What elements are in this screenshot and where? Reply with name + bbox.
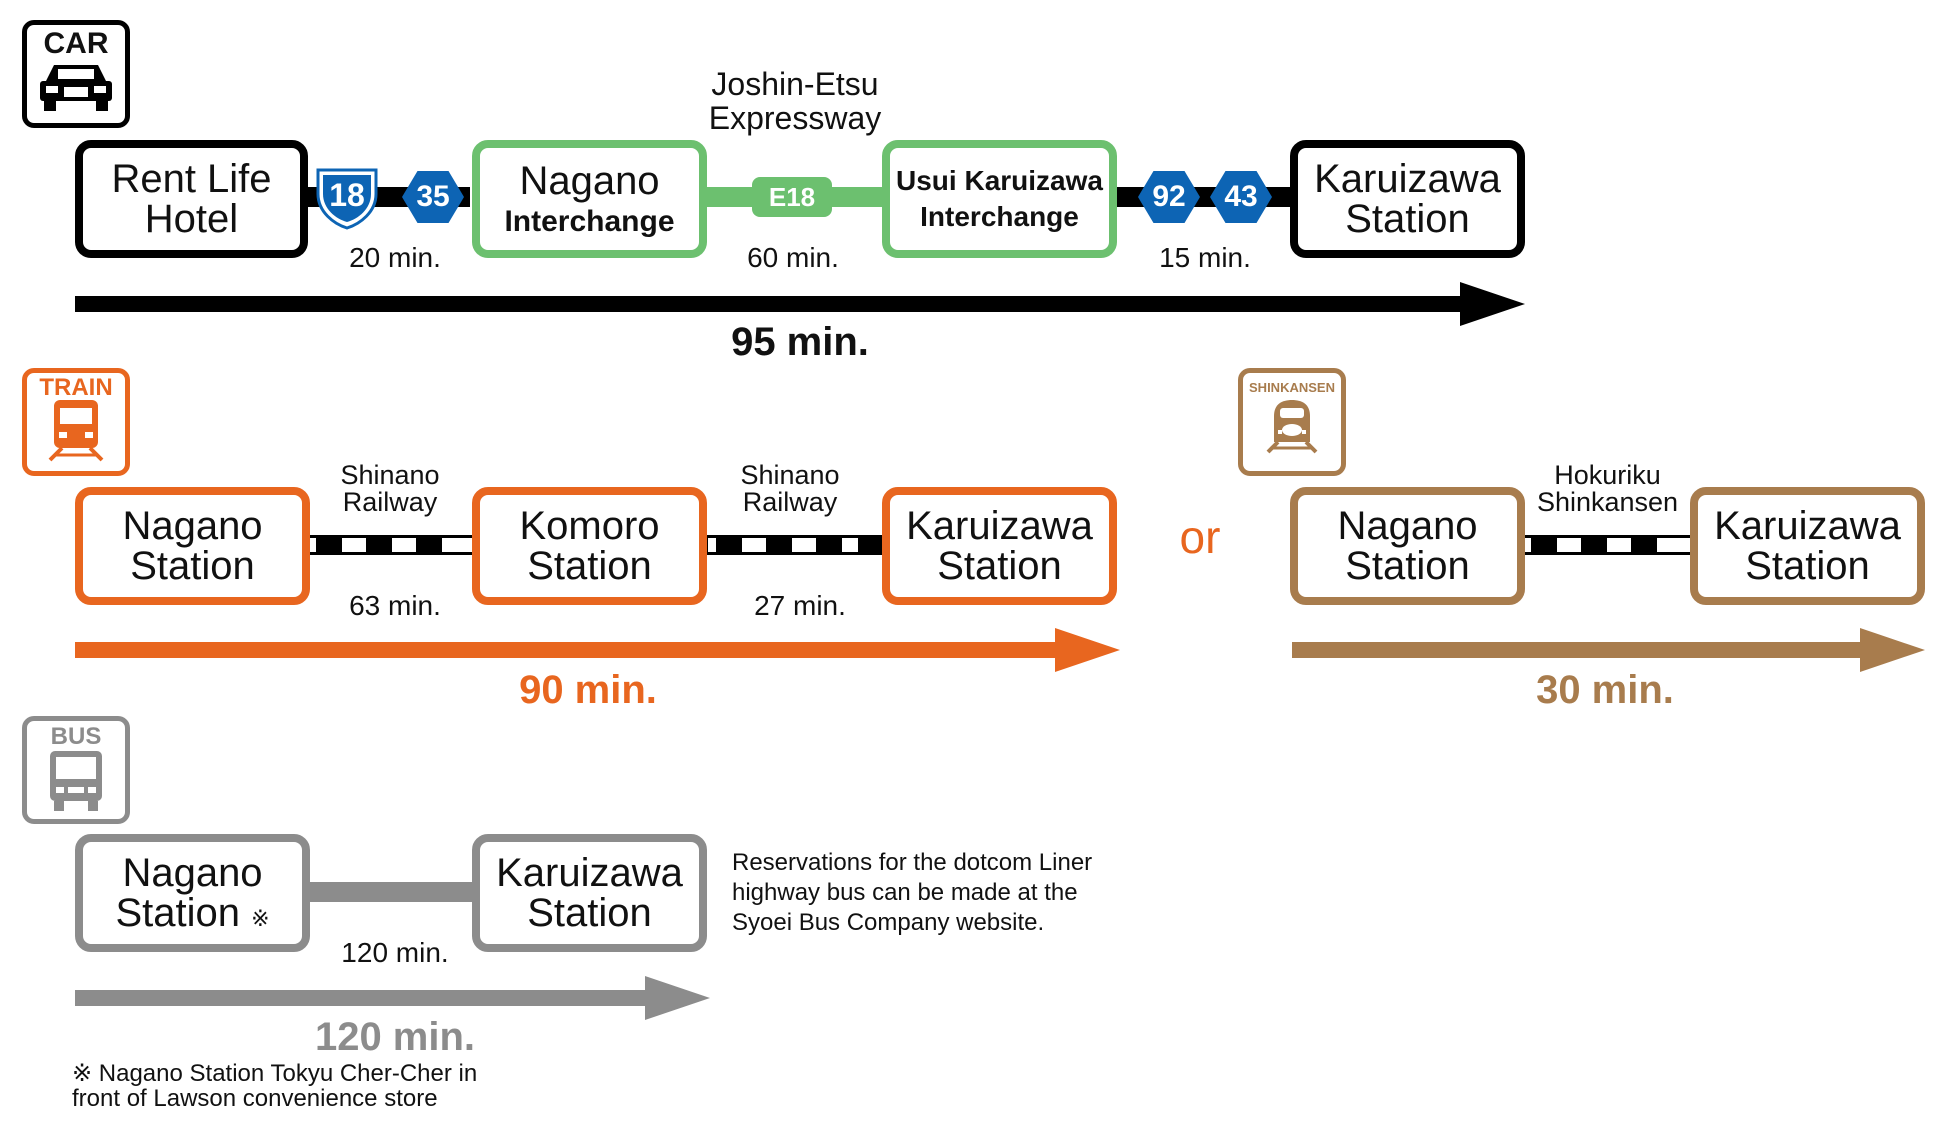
route-35-sign: 35 — [402, 171, 464, 223]
expressway-label-line-1: Joshin-Etsu — [711, 66, 879, 102]
or-label: or — [1179, 511, 1221, 563]
bus-total-time: 120 min. — [314, 1015, 476, 1059]
route-43-number: 43 — [1224, 180, 1258, 213]
shinkansen-icon-label: SHINKANSEN — [1249, 380, 1335, 395]
bus-note-line-1: Reservations for the dotcom Liner — [732, 849, 1093, 876]
nagano-ic-line-2: Interchange — [504, 205, 675, 238]
bus-origin-station-text: Station — [115, 891, 240, 935]
car-icon-label: CAR — [43, 27, 109, 60]
train-destination-karuizawa-station: Karuizawa Station — [882, 487, 1117, 605]
route-35-number: 35 — [416, 180, 450, 213]
shinkansen-line-label-line-2: Shinkansen — [1536, 487, 1679, 517]
national-route-number: 18 — [329, 176, 365, 213]
bus-destination-karuizawa-station: Karuizawa Station — [472, 834, 707, 952]
bus-origin-line-2: Station ※ — [115, 893, 269, 933]
train-origin-line-1: Nagano — [122, 504, 263, 548]
bus-icon — [50, 751, 102, 811]
usui-ic-line-1: Usui Karuizawa — [896, 165, 1103, 196]
shinkansen-mode-icon: SHINKANSEN — [1238, 368, 1346, 476]
route-43-sign: 43 — [1210, 171, 1272, 223]
car-mode-icon: CAR — [22, 20, 130, 128]
bus-destination-line-1: Karuizawa — [496, 851, 683, 895]
train-middle-line-2: Station — [527, 544, 652, 588]
car-time-3: 15 min. — [1159, 242, 1251, 273]
bus-footnote: ※ Nagano Station Tokyu Cher-Cher in fron… — [72, 1060, 592, 1113]
shinkansen-origin-line-2: Station — [1345, 544, 1470, 588]
train-destination-line-1: Karuizawa — [906, 504, 1093, 548]
expressway-code: E18 — [768, 181, 816, 212]
car-time-1: 20 min. — [349, 242, 441, 273]
shinkansen-icon — [1266, 400, 1318, 454]
shinkansen-destination-karuizawa-station: Karuizawa Station — [1690, 487, 1925, 605]
route-92-number: 92 — [1152, 180, 1186, 213]
shinkansen-origin-nagano-station: Nagano Station — [1290, 487, 1525, 605]
shinano-railway-line-1 — [305, 535, 475, 555]
national-route-18-sign: 18 — [314, 164, 380, 230]
train-total-time: 90 min. — [519, 668, 657, 712]
nagano-interchange-box: Nagano Interchange — [472, 140, 707, 258]
bus-origin-nagano-station: Nagano Station ※ — [75, 834, 310, 952]
bus-footnote-line-1: ※ Nagano Station Tokyu Cher-Cher in — [72, 1060, 478, 1087]
train-line-1-label-line-1: Shinano — [340, 460, 440, 490]
train-icon-label: TRAIN — [39, 374, 113, 401]
car-total-time: 95 min. — [731, 320, 869, 364]
train-total-arrow — [75, 628, 1120, 672]
bus-reservation-note: Reservations for the dotcom Liner highwa… — [732, 848, 1152, 938]
train-line-2-label-line-2: Railway — [742, 487, 838, 517]
shinkansen-line-label-line-1: Hokuriku — [1554, 460, 1661, 490]
expressway-label-line-2: Expressway — [708, 99, 882, 136]
shinano-railway-line-2 — [705, 535, 885, 555]
train-line-1-label: Shinano Railway — [310, 462, 470, 516]
hokuriku-shinkansen-line — [1520, 535, 1695, 555]
shinkansen-line-label: Hokuriku Shinkansen — [1525, 462, 1690, 516]
bus-icon-label: BUS — [50, 723, 102, 750]
train-line-2-label: Shinano Railway — [710, 462, 870, 516]
shinkansen-total-arrow — [1292, 628, 1925, 672]
train-origin-nagano-station: Nagano Station — [75, 487, 310, 605]
shinkansen-destination-line-2: Station — [1745, 544, 1870, 588]
usui-karuizawa-interchange-box: Usui Karuizawa Interchange — [882, 140, 1117, 258]
car-total-arrow — [75, 282, 1525, 326]
car-destination-line-2: Station — [1345, 197, 1470, 241]
car-origin-line-1: Rent Life — [111, 157, 272, 201]
train-time-2: 27 min. — [754, 590, 846, 621]
bus-origin-line-1: Nagano — [122, 851, 263, 895]
expressway-label: Joshin-Etsu Expressway — [670, 66, 920, 136]
train-destination-line-2: Station — [937, 544, 1062, 588]
train-line-2-label-line-1: Shinano — [740, 460, 840, 490]
train-line-1-label-line-2: Railway — [342, 487, 438, 517]
car-destination-karuizawa-station: Karuizawa Station — [1290, 140, 1525, 258]
bus-total-arrow — [75, 976, 710, 1020]
train-mode-icon: TRAIN — [22, 368, 130, 476]
expressway-e18-sign: E18 — [752, 177, 832, 217]
usui-ic-line-2: Interchange — [920, 201, 1079, 232]
bus-mode-icon: BUS — [22, 716, 130, 824]
car-origin-line-2: Hotel — [144, 197, 239, 241]
bus-note-line-2: highway bus can be made at the — [732, 879, 1078, 906]
bus-footnote-line-2: front of Lawson convenience store — [72, 1085, 438, 1113]
shinkansen-destination-line-1: Karuizawa — [1714, 504, 1901, 548]
shinkansen-total-time: 30 min. — [1536, 668, 1674, 712]
car-icon — [40, 65, 112, 111]
train-middle-line-1: Komoro — [519, 504, 660, 548]
train-icon — [48, 400, 104, 462]
bus-origin-reference-mark: ※ — [251, 906, 270, 931]
train-time-1: 63 min. — [349, 590, 441, 621]
nagano-ic-line-1: Nagano — [519, 159, 660, 203]
bus-destination-line-2: Station — [527, 891, 652, 935]
shinkansen-origin-line-1: Nagano — [1337, 504, 1478, 548]
train-origin-line-2: Station — [130, 544, 255, 588]
route-92-sign: 92 — [1138, 171, 1200, 223]
bus-note-line-3: Syoei Bus Company website. — [732, 909, 1045, 936]
car-origin-rent-life-hotel: Rent Life Hotel — [75, 140, 308, 258]
bus-route-line — [305, 882, 475, 902]
car-time-2: 60 min. — [747, 242, 839, 273]
car-destination-line-1: Karuizawa — [1314, 157, 1501, 201]
train-middle-komoro-station: Komoro Station — [472, 487, 707, 605]
bus-time: 120 min. — [341, 937, 449, 968]
